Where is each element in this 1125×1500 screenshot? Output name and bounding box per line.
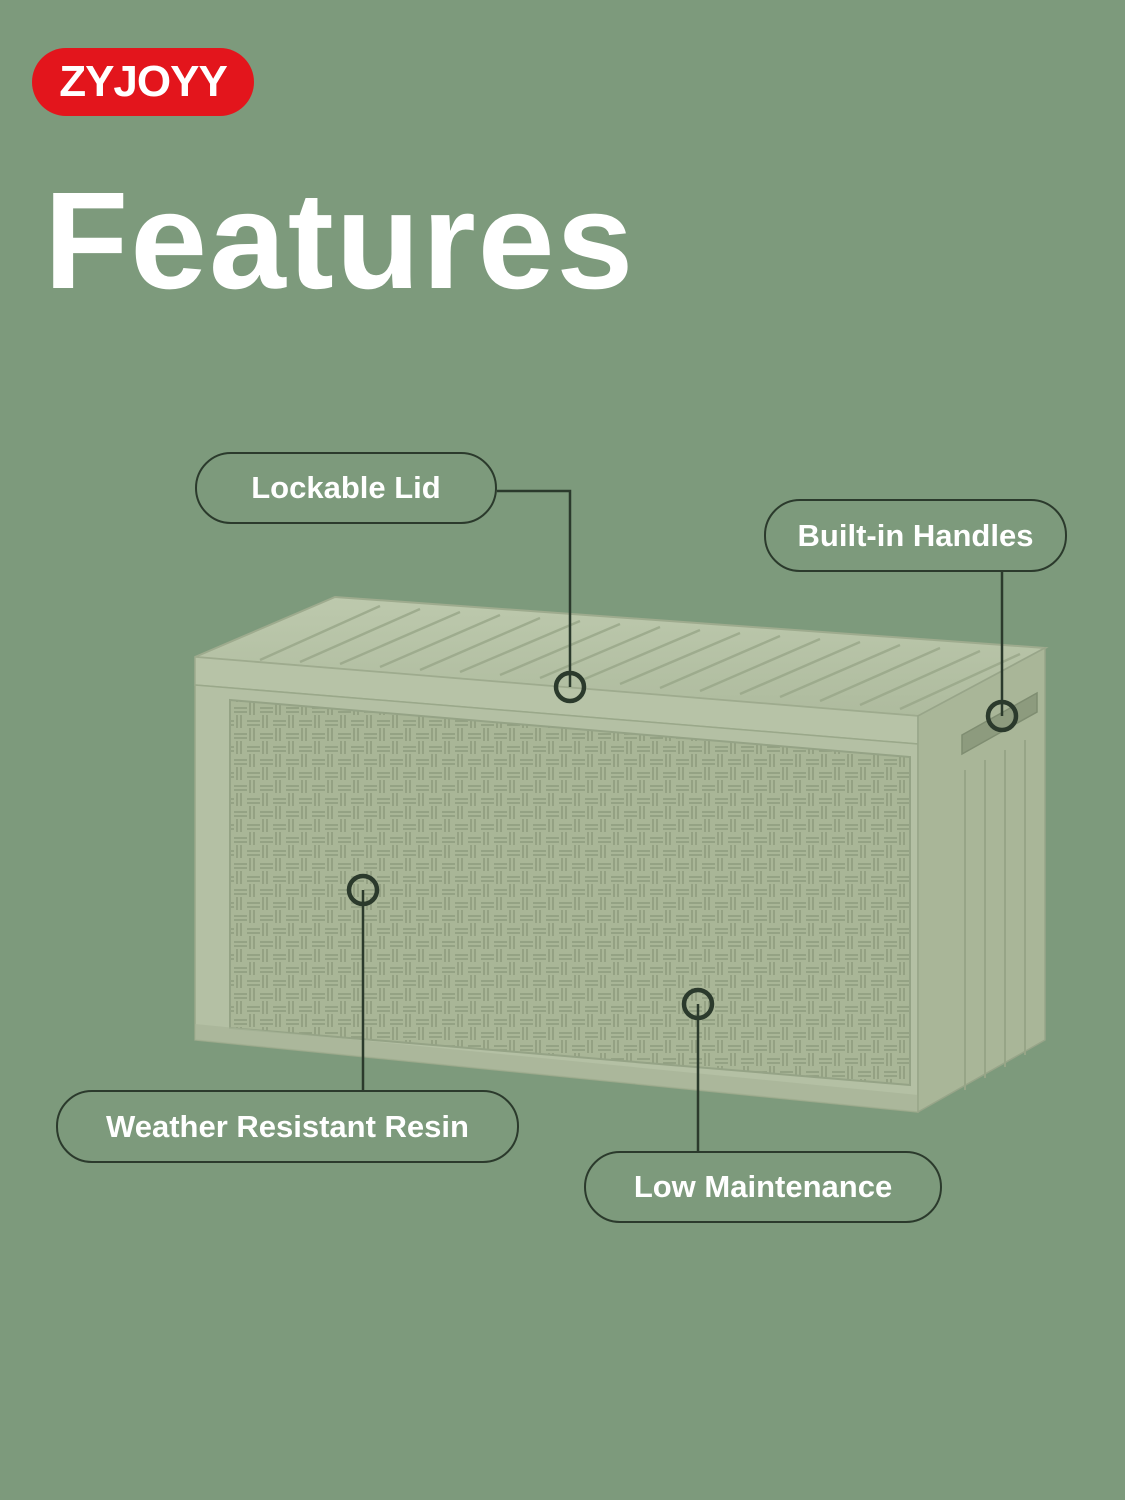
bottom-trim bbox=[195, 1024, 918, 1112]
marker-handles bbox=[985, 699, 1019, 733]
leader-lines bbox=[361, 489, 1004, 1151]
lid-slats bbox=[259, 604, 1021, 711]
callout-lockable-lid: Lockable Lid bbox=[195, 452, 497, 524]
weave-panel bbox=[229, 698, 911, 1087]
callout-built-in-handles: Built-in Handles bbox=[764, 499, 1067, 572]
marker-rings bbox=[346, 670, 1019, 1021]
callout-low-maintenance: Low Maintenance bbox=[584, 1151, 942, 1223]
page-title: Features bbox=[44, 164, 636, 318]
marker-maintenance bbox=[681, 987, 715, 1021]
brand-logo: ZYJOYY bbox=[32, 48, 254, 116]
marker-resin bbox=[346, 873, 380, 907]
side-ribs bbox=[964, 740, 1026, 1090]
marker-lid bbox=[553, 670, 587, 704]
callout-weather-resistant-resin: Weather Resistant Resin bbox=[56, 1090, 519, 1163]
